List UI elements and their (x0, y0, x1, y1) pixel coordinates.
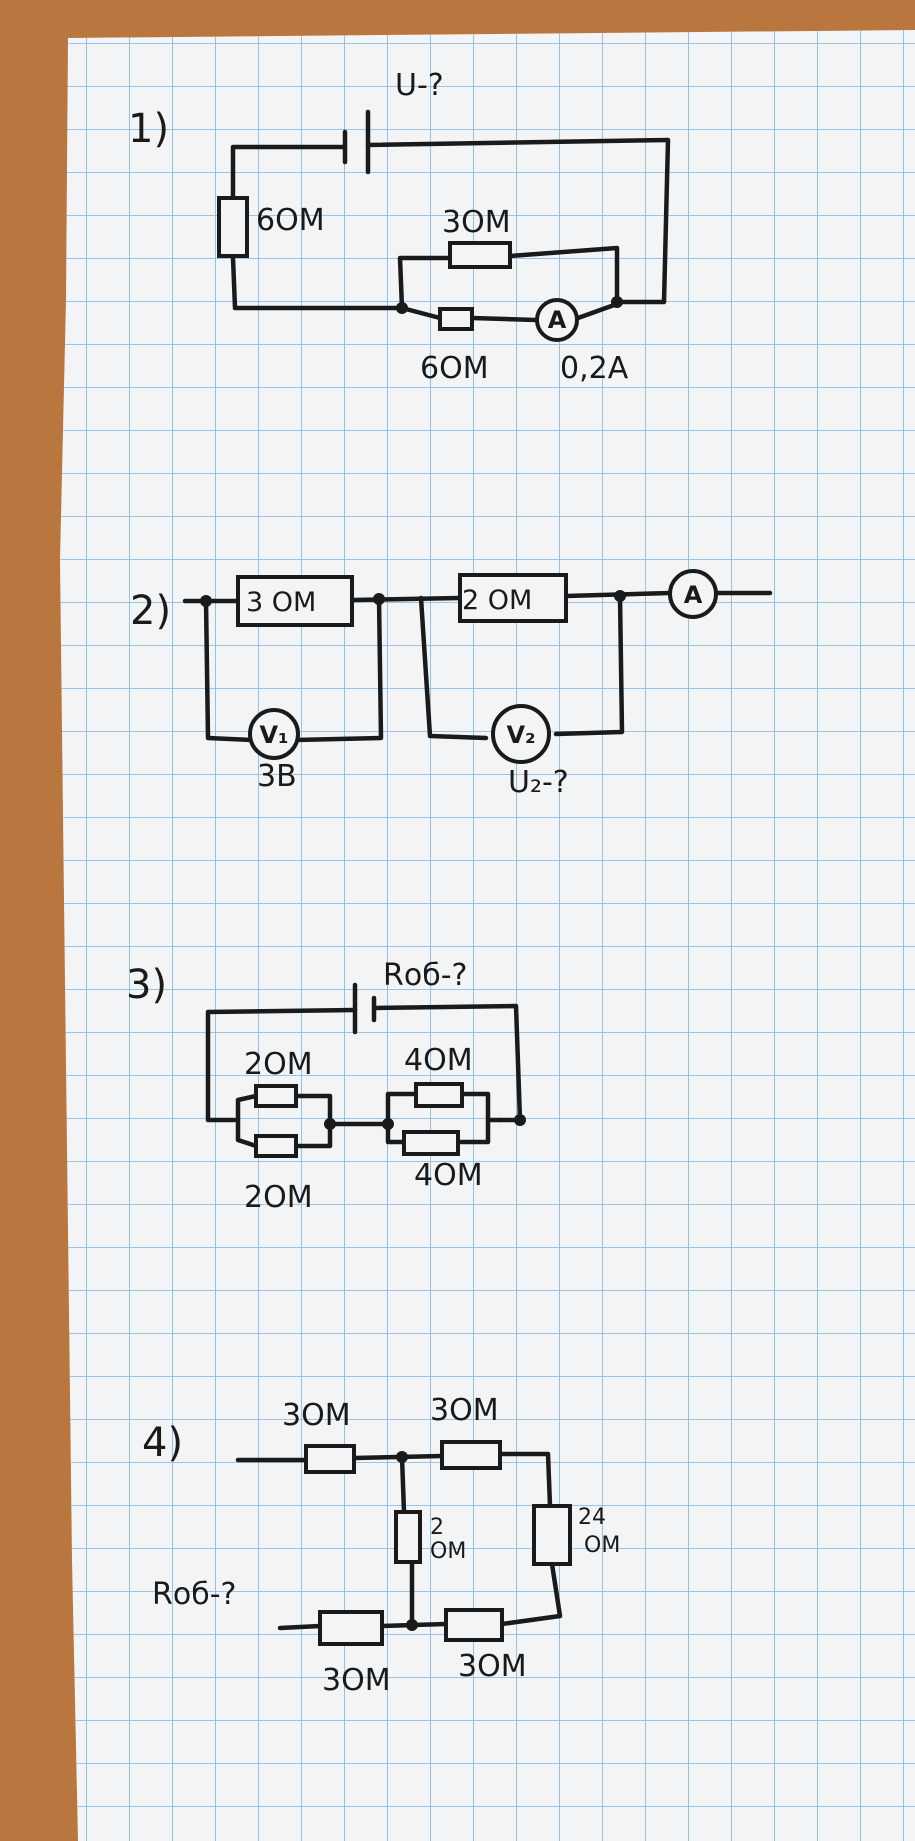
wire (365, 137, 671, 305)
ammeter-2-symbol: A (684, 581, 703, 609)
voltmeter-1-icon (248, 708, 300, 760)
wire (497, 1451, 553, 1509)
resistor-2-second-label: 2 ОМ (462, 585, 532, 616)
voltmeter-2-unknown: U₂-? (508, 765, 569, 800)
resistor-4-top-left-label: 3ОМ (282, 1398, 351, 1433)
paper-grid (60, 30, 915, 1841)
problem-4-unknown-resistance: Rоб-? (152, 1577, 236, 1612)
junction-dot (611, 296, 623, 308)
junction-dot (382, 1118, 394, 1130)
junction-dot (614, 590, 626, 602)
circuit-3: 3) Rоб-? 2ОМ 2ОМ 4ОМ 4ОМ (126, 958, 526, 1215)
wire (230, 255, 405, 311)
resistor-1-left (217, 196, 249, 258)
junction-dot (373, 593, 385, 605)
wire (371, 1003, 523, 1123)
resistor-3-b-bottom (402, 1130, 460, 1156)
resistor-1-bottom-label: 6ОМ (420, 351, 489, 386)
circuit-1: 1) U-? A 6ОМ 3ОМ 6ОМ 0,2A (128, 68, 671, 386)
resistor-4-top-left (304, 1444, 356, 1474)
voltmeter-1-reading: 3B (257, 759, 297, 794)
junction-dot (514, 1114, 526, 1126)
resistor-4-middle (394, 1510, 422, 1564)
problem-1-unknown-voltage: U-? (395, 68, 444, 103)
wire (418, 595, 489, 741)
junction-dot (396, 1451, 408, 1463)
voltmeter-2-symbol: V₂ (506, 721, 535, 749)
circuit-4: 4) 3ОМ 3ОМ 2 ОМ 24 ОМ 3ОМ 3ОМ Rоб-? (142, 1393, 620, 1698)
resistor-2-first-label: 3 ОМ (246, 587, 316, 618)
resistor-4-top-right (440, 1440, 502, 1470)
wire (553, 593, 625, 737)
wire (507, 245, 620, 305)
resistor-4-bottom-right (444, 1608, 504, 1642)
resistor-1-left-label: 6ОМ (256, 203, 325, 238)
resistor-3-b-top (414, 1082, 464, 1108)
resistor-1-bottom (438, 307, 474, 331)
ammeter-1-icon (535, 298, 579, 342)
wire (205, 1007, 358, 1123)
wire (399, 305, 443, 321)
wire (469, 315, 539, 323)
problem-4-number: 4) (142, 1420, 183, 1466)
wire (575, 301, 620, 321)
resistor-4-right-unit: ОМ (584, 1533, 620, 1558)
problem-1-number: 1) (128, 106, 169, 152)
wire (399, 1454, 407, 1515)
wire (293, 1093, 333, 1149)
problem-2-number: 2) (130, 588, 171, 634)
wire (235, 1093, 259, 1149)
wire (203, 597, 255, 743)
resistor-4-middle-unit: ОМ (430, 1539, 466, 1564)
resistor-1-top (448, 241, 512, 269)
resistor-4-right (532, 1504, 572, 1566)
ammeter-2-icon (668, 569, 718, 619)
ammeter-1-reading: 0,2A (560, 351, 629, 386)
resistor-4-top-right-label: 3ОМ (430, 1393, 499, 1428)
problem-3-number: 3) (126, 962, 167, 1008)
voltmeter-2-icon (491, 704, 551, 764)
resistor-4-bottom-left-label: 3ОМ (322, 1663, 391, 1698)
wire (277, 1623, 323, 1631)
voltmeter-1-symbol: V₁ (259, 721, 288, 749)
wire (230, 144, 348, 201)
resistor-3-a-top (254, 1084, 298, 1108)
wire (499, 1561, 563, 1627)
junction-dot (200, 595, 212, 607)
resistor-3-b-bottom-label: 4ОМ (414, 1158, 483, 1193)
resistor-4-right-value: 24 (578, 1505, 606, 1530)
resistor-1-top-label: 3ОМ (442, 205, 511, 240)
wire (293, 595, 384, 743)
resistor-3-a-top-label: 2ОМ (244, 1047, 313, 1082)
junction-dot (324, 1118, 336, 1130)
resistor-3-a-bottom (254, 1134, 298, 1158)
junction-dot (406, 1619, 418, 1631)
ammeter-1-symbol: A (548, 306, 567, 334)
wire (455, 1091, 503, 1145)
resistor-4-middle-value: 2 (430, 1515, 444, 1540)
wire (397, 255, 453, 311)
circuit-2: 2) 3 ОМ 2 ОМ V₁ V₂ A 3B U₂-? (130, 569, 773, 800)
resistor-3-a-bottom-label: 2ОМ (244, 1180, 313, 1215)
junction-dot (396, 302, 408, 314)
problem-3-unknown-resistance: Rоб-? (383, 958, 467, 993)
resistor-3-b-top-label: 4ОМ (404, 1043, 473, 1078)
resistor-2-second (458, 573, 568, 623)
resistor-4-bottom-right-label: 3ОМ (458, 1649, 527, 1684)
resistor-2-first (236, 575, 354, 627)
wire (349, 595, 463, 603)
resistor-4-bottom-left (318, 1610, 384, 1646)
